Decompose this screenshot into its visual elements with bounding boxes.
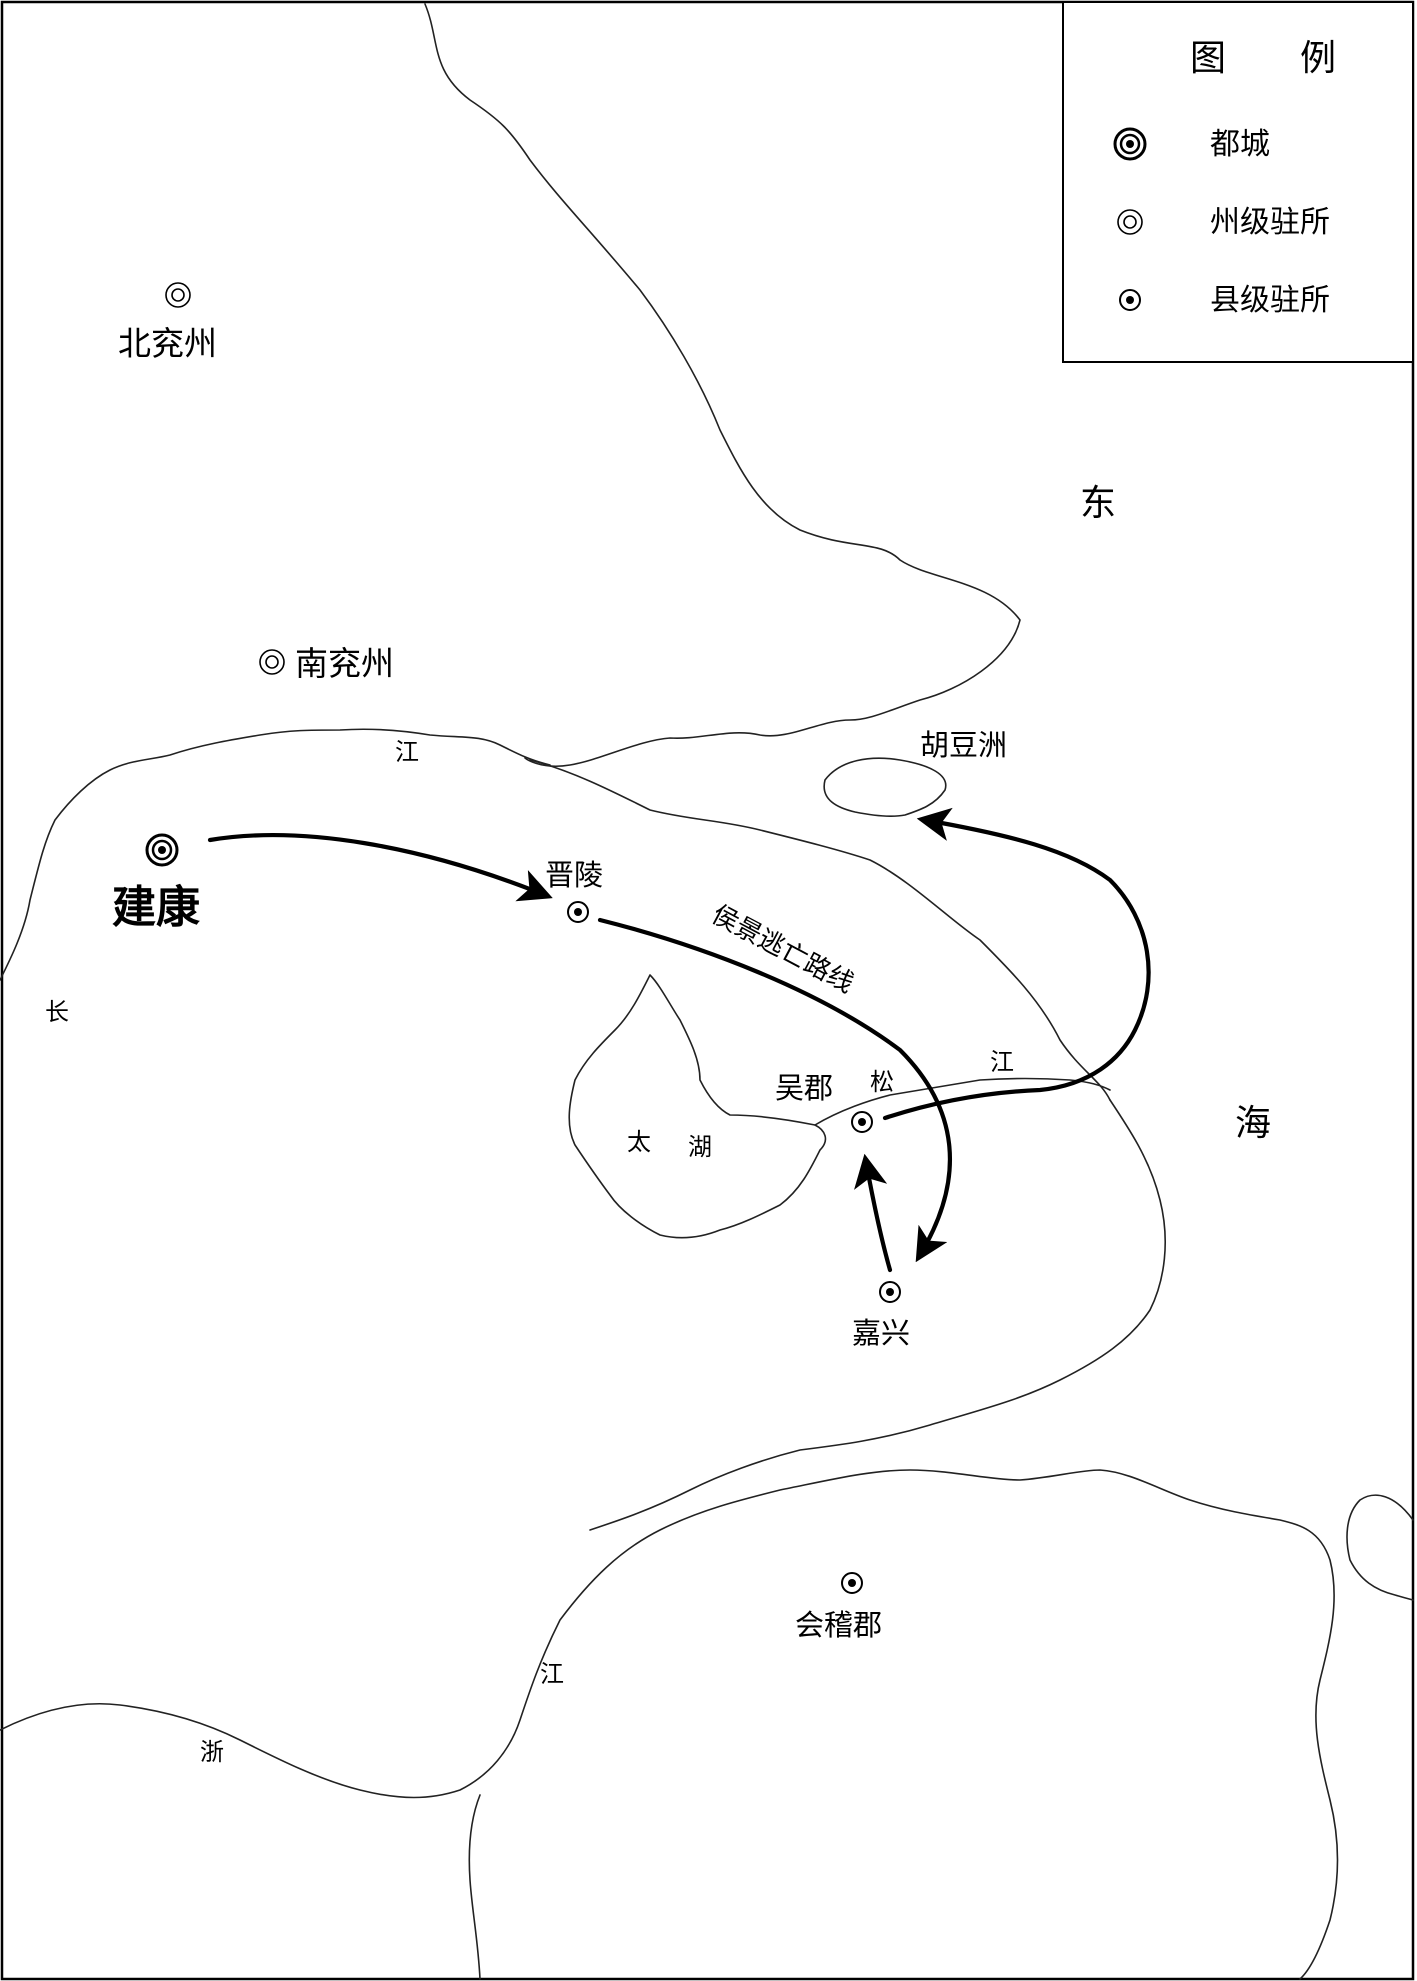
marker-kuaijijun bbox=[841, 1572, 863, 1594]
marker-jiaxing bbox=[879, 1281, 901, 1303]
legend-label-prefecture: 州级驻所 bbox=[1210, 205, 1330, 240]
label-jiaxing: 嘉兴 bbox=[852, 1316, 910, 1350]
east-islet bbox=[1346, 1494, 1414, 1601]
legend-label-county: 县级驻所 bbox=[1210, 283, 1330, 318]
prefecture-seat-icon bbox=[1117, 209, 1143, 235]
south-river bbox=[468, 1794, 481, 1980]
label-kuaijijun: 会稽郡 bbox=[795, 1608, 882, 1642]
label-sea-dong: 东 bbox=[1080, 483, 1116, 524]
legend: 图 例 都城 州级驻所 县级驻所 bbox=[1062, 1, 1414, 363]
north-coastline bbox=[424, 3, 1021, 767]
east-coast bbox=[589, 1099, 1166, 1531]
yangtze-south-bank bbox=[529, 759, 1111, 1101]
label-hudouzhou: 胡豆洲 bbox=[920, 728, 1007, 762]
label-water-chang: 长 bbox=[45, 998, 69, 1026]
marker-jiankang bbox=[145, 833, 179, 867]
legend-label-capital: 都城 bbox=[1210, 127, 1270, 162]
marker-beiyanzhou bbox=[165, 282, 191, 308]
lake-tai bbox=[568, 974, 827, 1239]
label-jiankang: 建康 bbox=[112, 882, 200, 933]
label-water-tai: 太 bbox=[627, 1128, 651, 1156]
legend-title-left: 图 bbox=[1190, 38, 1226, 79]
county-seat-icon bbox=[1119, 289, 1141, 311]
legend-box bbox=[1062, 1, 1414, 363]
label-beiyanzhou: 北兖州 bbox=[118, 324, 217, 363]
label-water-zhe: 浙 bbox=[200, 1738, 224, 1766]
capital-city-icon bbox=[1113, 127, 1147, 161]
label-water-jiang-south: 江 bbox=[540, 1660, 564, 1688]
zhe-river-bank bbox=[0, 1469, 1339, 1980]
route-jiankang-to-jinling bbox=[207, 833, 553, 902]
label-water-jiang-east: 江 bbox=[990, 1048, 1014, 1076]
label-jinling: 晋陵 bbox=[545, 858, 603, 892]
label-nanyanzhou: 南兖州 bbox=[295, 644, 394, 683]
legend-title-right: 例 bbox=[1300, 38, 1336, 79]
marker-jinling bbox=[567, 901, 589, 923]
yangtze-north-bank bbox=[0, 728, 551, 981]
label-water-song: 松 bbox=[870, 1068, 894, 1096]
route-jinling-to-jiaxing bbox=[597, 917, 953, 1263]
marker-wujun bbox=[851, 1111, 873, 1133]
label-water-hu: 湖 bbox=[688, 1133, 712, 1161]
route-jiaxing-to-wujun bbox=[854, 1153, 893, 1273]
marker-nanyanzhou bbox=[259, 649, 285, 675]
hudou-island bbox=[823, 757, 947, 818]
label-water-jiang-north: 江 bbox=[395, 738, 419, 766]
label-wujun: 吴郡 bbox=[775, 1071, 833, 1105]
route-wujun-to-hudouzhou bbox=[882, 807, 1151, 1121]
label-sea-hai: 海 bbox=[1235, 1103, 1271, 1144]
